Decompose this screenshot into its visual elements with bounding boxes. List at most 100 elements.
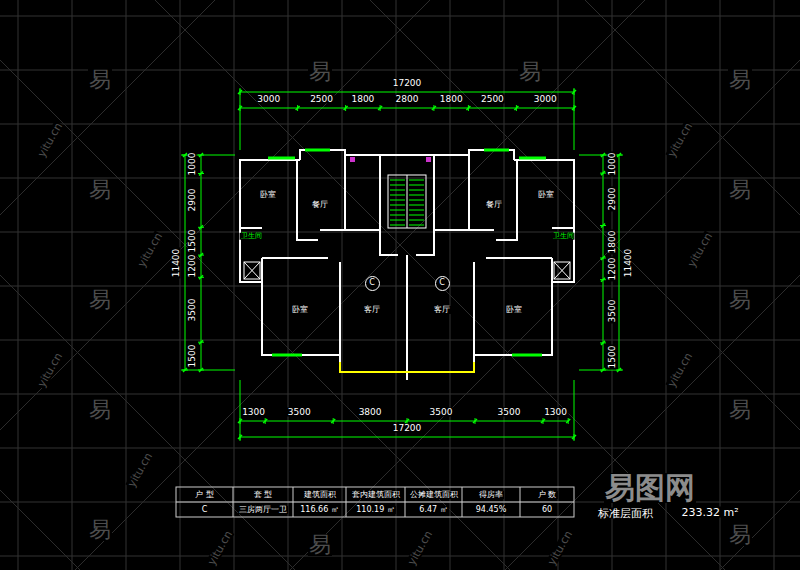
dimension-slash bbox=[432, 106, 436, 110]
dimension-value: 17200 bbox=[392, 424, 423, 433]
dimension-slash bbox=[199, 340, 203, 344]
room-name: 卧室 bbox=[505, 306, 523, 314]
watermark: 易 bbox=[308, 61, 332, 83]
watermark: 易 bbox=[728, 399, 752, 421]
watermark: 易 bbox=[88, 179, 112, 201]
room-name: 餐厅 bbox=[311, 201, 329, 209]
watermark-logo: 易图网 bbox=[604, 473, 696, 503]
room-name: 客厅 bbox=[363, 306, 381, 314]
room-name: 卧室 bbox=[291, 306, 309, 314]
stair-tread bbox=[390, 195, 405, 196]
grid-line bbox=[558, 0, 559, 570]
window bbox=[512, 354, 542, 357]
dimension-slash bbox=[566, 419, 570, 423]
dimension-slash bbox=[601, 256, 605, 260]
dimension-line bbox=[619, 155, 620, 370]
dimension-value: 2900 bbox=[188, 188, 197, 213]
wall bbox=[552, 227, 574, 229]
stair-tread bbox=[409, 225, 424, 226]
dimension-line bbox=[240, 421, 568, 422]
dimension-slash bbox=[473, 419, 477, 423]
window bbox=[305, 149, 330, 152]
table-grid bbox=[346, 487, 347, 517]
stair-tread bbox=[390, 205, 405, 206]
watermark: yitu.cn bbox=[205, 528, 234, 568]
watermark-line bbox=[0, 0, 800, 215]
wall bbox=[240, 227, 262, 229]
stair-tread bbox=[409, 220, 424, 221]
grid-line bbox=[234, 0, 235, 570]
dimension-slash bbox=[601, 278, 605, 282]
table-cell: 户 型 bbox=[194, 491, 215, 499]
watermark-line bbox=[0, 60, 800, 570]
dimension-value: 3500 bbox=[497, 408, 522, 417]
dimension-value: 11400 bbox=[172, 247, 181, 278]
dimension-value: 1800 bbox=[350, 95, 375, 104]
area-note: 233.32 m² bbox=[680, 507, 739, 518]
grid-line bbox=[0, 340, 800, 341]
room-name: 卫生间 bbox=[240, 233, 263, 240]
grid-line bbox=[0, 70, 800, 71]
wall bbox=[514, 160, 574, 282]
dimension-value: 2500 bbox=[480, 95, 505, 104]
window bbox=[272, 354, 302, 357]
dimension-value: 1300 bbox=[241, 408, 266, 417]
table-grid bbox=[462, 487, 463, 517]
extension-line bbox=[181, 370, 235, 371]
wall bbox=[262, 257, 328, 259]
dimension-slash bbox=[199, 275, 203, 279]
watermark: 易 bbox=[88, 69, 112, 91]
dimension-value: 1000 bbox=[608, 152, 617, 177]
wall bbox=[339, 262, 341, 362]
dimension-line bbox=[240, 92, 574, 93]
wall bbox=[496, 160, 517, 240]
stair-tread bbox=[390, 225, 405, 226]
shaft-cross bbox=[244, 262, 260, 279]
dimension-value: 3500 bbox=[608, 299, 617, 324]
room-name: 客厅 bbox=[433, 306, 451, 314]
dimension-value: 1500 bbox=[608, 344, 617, 369]
stair-tread bbox=[409, 215, 424, 216]
room-name: 卫生间 bbox=[552, 233, 575, 240]
room-name: 卧室 bbox=[537, 191, 555, 199]
pipe-mark bbox=[426, 157, 431, 162]
wall bbox=[416, 230, 469, 255]
watermark: 易 bbox=[728, 289, 752, 311]
watermark: 易 bbox=[728, 69, 752, 91]
wall bbox=[345, 230, 398, 255]
table-border bbox=[176, 487, 574, 517]
shaft-box bbox=[554, 262, 570, 279]
circle-marker: C bbox=[365, 276, 380, 291]
stair-tread bbox=[409, 205, 424, 206]
table-grid bbox=[520, 487, 521, 517]
window bbox=[268, 157, 295, 160]
dimension-slash bbox=[514, 106, 518, 110]
wall bbox=[379, 155, 381, 230]
table-grid bbox=[176, 502, 574, 503]
dimension-value: 1000 bbox=[188, 152, 197, 177]
dimension-value: 1800 bbox=[439, 95, 464, 104]
stair-tread bbox=[409, 195, 424, 196]
extension-line bbox=[579, 370, 623, 371]
stair-tread bbox=[390, 215, 405, 216]
grid-line bbox=[18, 0, 19, 570]
wall bbox=[433, 155, 435, 230]
extension-line bbox=[574, 88, 575, 150]
dimension-value: 3800 bbox=[358, 408, 383, 417]
pipe-mark bbox=[350, 157, 355, 162]
marker-letter: C bbox=[369, 279, 375, 287]
wall bbox=[262, 258, 340, 355]
watermark: 易 bbox=[88, 519, 112, 541]
watermark: 易 bbox=[728, 524, 752, 546]
window bbox=[519, 157, 546, 160]
watermark-line bbox=[0, 0, 800, 430]
watermark: yitu.cn bbox=[405, 528, 434, 568]
table-cell: 套内建筑面积 bbox=[351, 491, 401, 499]
watermark-line bbox=[0, 275, 800, 570]
watermark: yitu.cn bbox=[545, 528, 574, 568]
dimension-slash bbox=[199, 172, 203, 176]
dimension-value: 1500 bbox=[188, 344, 197, 369]
